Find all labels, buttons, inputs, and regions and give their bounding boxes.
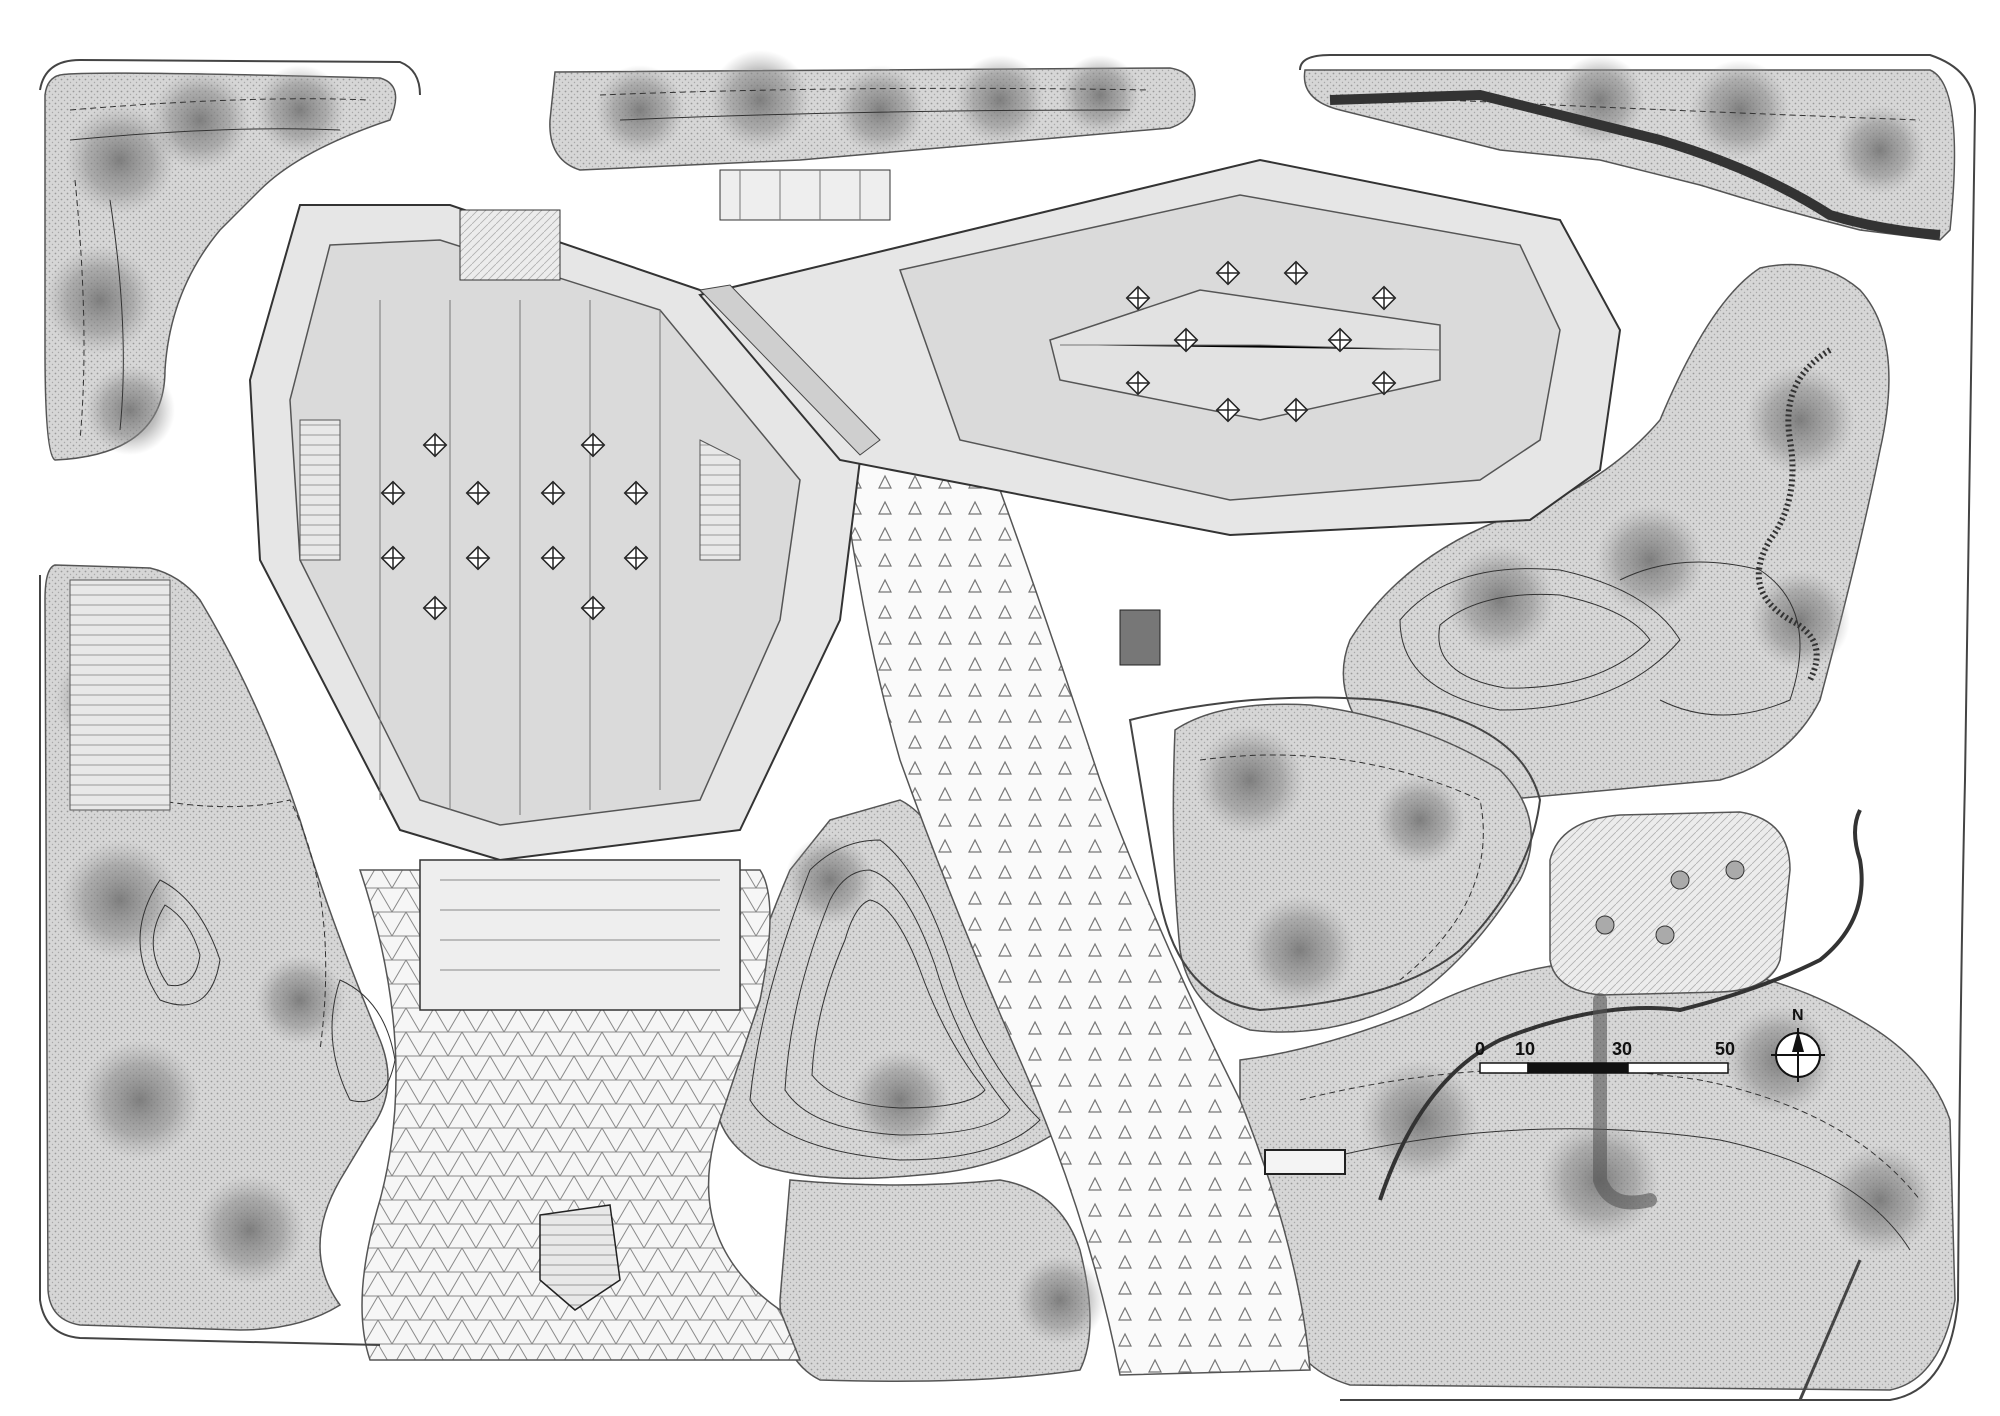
plaza-tree-2 <box>1670 870 1690 890</box>
entry-pavilion <box>459 209 561 281</box>
skylight-icon <box>1215 397 1241 423</box>
scale-bar-segment-1 <box>1479 1062 1529 1074</box>
skylight-icon <box>540 480 566 506</box>
skylight-icon <box>623 480 649 506</box>
skylight-icon <box>540 545 566 571</box>
amphitheater-pond <box>539 1204 621 1311</box>
central-lawn-terrace <box>1128 696 1542 1012</box>
skylight-icon <box>422 432 448 458</box>
skylights <box>380 260 1397 621</box>
scale-label-10: 10 <box>1515 1039 1535 1059</box>
skylight-icon <box>623 545 649 571</box>
bench-element <box>1264 1149 1346 1175</box>
skylight-icon <box>380 480 406 506</box>
contour-lines <box>69 87 1921 1251</box>
parking-area <box>69 579 171 811</box>
skylight-icon <box>1283 397 1309 423</box>
scale-bar: 0 10 30 50 <box>1475 1039 1735 1074</box>
diagonal-paving-walk <box>839 454 1311 1376</box>
skylight-icon <box>1215 260 1241 286</box>
skylight-icon <box>465 480 491 506</box>
skylight-icon <box>1125 370 1151 396</box>
west-roof-inner <box>289 239 801 826</box>
skylight-icon <box>1283 260 1309 286</box>
stream-channel <box>1593 993 1657 1210</box>
east-roof-diamond <box>1049 289 1441 421</box>
skylight-icon <box>380 545 406 571</box>
west-roof-skylight-left <box>299 419 341 561</box>
scale-label-0: 0 <box>1475 1039 1485 1059</box>
misc-structures <box>69 89 1941 1311</box>
scale-bar-segment-3 <box>1627 1062 1729 1074</box>
north-arrow-icon: N <box>1771 1007 1825 1082</box>
tree-canopy <box>45 50 1935 1345</box>
skylight-icon <box>580 595 606 621</box>
circular-plaza-east <box>1549 811 1791 996</box>
plaza-tree-4 <box>1655 925 1675 945</box>
skylight-icon <box>1371 370 1397 396</box>
plaza-tree-1 <box>1595 915 1615 935</box>
skylight-icon <box>1371 285 1397 311</box>
connector-bridge <box>698 284 881 456</box>
site-boundary <box>39 54 1977 1401</box>
skylight-icon <box>1173 327 1199 353</box>
north-canopy <box>719 169 891 221</box>
skylight-icon <box>580 432 606 458</box>
scale-label-50: 50 <box>1715 1039 1735 1059</box>
scale-bar-segment-2 <box>1527 1062 1629 1074</box>
west-entrance-block <box>419 859 741 1011</box>
skylight-icon <box>1327 327 1353 353</box>
building-west <box>248 204 862 1011</box>
stage-pavilion <box>1119 609 1161 666</box>
perimeter-road-northeast <box>1329 89 1941 240</box>
winding-path-east <box>1755 347 1832 682</box>
plaza-tree-3 <box>1725 860 1745 880</box>
west-roof-skylight-right <box>699 439 741 561</box>
meandering-wall <box>1378 809 1864 1201</box>
building-east <box>698 158 1622 537</box>
skylight-icon <box>422 595 448 621</box>
scale-label-30: 30 <box>1612 1039 1632 1059</box>
skylight-icon <box>1125 285 1151 311</box>
skylight-icon <box>465 545 491 571</box>
north-label: N <box>1792 1007 1804 1024</box>
